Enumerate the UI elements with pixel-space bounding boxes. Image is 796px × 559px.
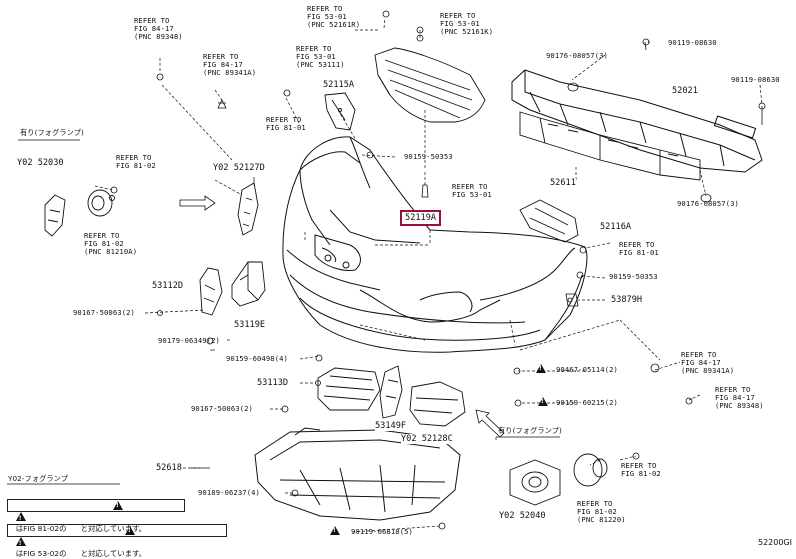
ref-fig-84-17-89341A-right: REFER TO FIG 84-17 (PNC 89341A): [681, 350, 735, 375]
fog-lamp-left-shape: [87, 189, 115, 217]
ref-fig-53-01-52161R: REFER TO FIG 53-01 (PNC 52161R): [307, 4, 361, 29]
under-cover-52618-shape: [254, 427, 461, 521]
ref-fig-53-01-center: REFER TO FIG 53-01: [452, 182, 492, 199]
reinforcement-52021-shape: [511, 69, 763, 173]
note-2-pre: は: [15, 549, 24, 558]
support-53119E-shape: [231, 261, 266, 307]
part-52115A[interactable]: 52115A: [323, 80, 355, 90]
part-52128C[interactable]: Y02 52128C: [401, 434, 453, 444]
bracket-53149F-shape: [379, 365, 403, 419]
caption-fog-lamp-left: 有り(フォグランプ): [20, 128, 84, 137]
ref-fig-84-17-89341A: REFER TO FIG 84-17 (PNC 89341A): [203, 52, 257, 77]
fastener-90467-05114[interactable]: 90467-05114(2): [556, 365, 618, 374]
retainer-52116A-shape: [519, 199, 579, 243]
ref-fig-81-02-81210A: REFER TO FIG 81-02 (PNC 81210A): [84, 231, 138, 256]
part-52030[interactable]: Y02 52030: [17, 158, 64, 168]
fastener-90159-60498[interactable]: 90159-60498(4): [226, 354, 288, 363]
part-52119A-highlighted[interactable]: 52119A: [400, 210, 442, 226]
grille-53113D-shape: [317, 367, 381, 411]
ref-fig-84-17-89348: REFER TO FIG 84-17 (PNC 89348): [134, 16, 183, 41]
direction-arrows: [179, 195, 560, 438]
note-2-post: の と対応しています。: [59, 549, 147, 558]
fastener-90176-08057-lower[interactable]: 90176-08057(3): [677, 199, 739, 208]
fastener-90159-50353-upper[interactable]: 90159-50353: [404, 152, 453, 161]
fog-lamp-right-shape: [509, 459, 561, 506]
caption-y02-fog-lamp: Y02-フォグランプ: [8, 474, 69, 483]
part-53149F[interactable]: 53149F: [375, 421, 407, 431]
ref-fig-81-02-81220: REFER TO FIG 81-02 (PNC 81220): [577, 499, 626, 524]
note-1-pre: は: [15, 524, 24, 533]
fastener-90189-06237[interactable]: 90189-06237(4): [198, 488, 260, 497]
leader-lines: [94, 17, 763, 533]
absorber-52611-shape: [519, 111, 701, 181]
fastener-90119-08630-upper[interactable]: 90119-08630: [668, 38, 717, 47]
fastener-90179-06349[interactable]: 90179-06349(2): [158, 336, 220, 345]
note-fig-81-02: はFIG 81-02の と対応しています。: [7, 499, 185, 533]
fastener-90119-06818[interactable]: 90119-06818(5): [351, 527, 413, 536]
part-52040[interactable]: Y02 52040: [499, 511, 546, 521]
caption-lines: [7, 139, 497, 485]
part-53112D[interactable]: 53112D: [152, 281, 184, 291]
part-53113D[interactable]: 53113D: [257, 378, 289, 388]
warning-triangle-icon: [15, 512, 31, 524]
ref-fig-53-01-52161K: REFER TO FIG 53-01 (PNC 52161K): [440, 11, 494, 36]
fastener-symbols: [110, 10, 766, 530]
ref-fig-81-02-right: REFER TO FIG 81-02: [621, 461, 661, 478]
note-1-post: の と対応しています。: [59, 524, 147, 533]
warning-triangle-icon: [15, 537, 31, 549]
note-1-mid: FIG 81-02: [23, 524, 60, 533]
retainer-52127D-shape: [237, 182, 259, 236]
ref-fig-81-01-upper: REFER TO FIG 81-01: [266, 115, 306, 132]
ref-fig-53-01-53111: REFER TO FIG 53-01 (PNC 53111): [296, 44, 345, 69]
support-53112D-shape: [199, 267, 223, 316]
fog-lamp-right-bulb-shape: [573, 453, 608, 487]
fastener-90159-50353-right[interactable]: 90159-50353: [609, 272, 658, 281]
fastener-90176-08057-upper[interactable]: 90176-08057(3): [546, 51, 608, 60]
upper-grille-shape: [374, 47, 486, 123]
note-fig-53-02: はFIG 53-02の と対応しています。: [7, 524, 227, 558]
ref-fig-81-02-left: REFER TO FIG 81-02: [116, 153, 156, 170]
part-52116A[interactable]: 52116A: [600, 222, 632, 232]
fastener-90159-60215[interactable]: 90159-60215(2): [556, 398, 618, 407]
fastener-90119-08630-right[interactable]: 90119-08630: [731, 75, 780, 84]
ref-fig-81-01-right: REFER TO FIG 81-01: [619, 240, 659, 257]
note-2-mid: FIG 53-02: [23, 549, 60, 558]
part-52618[interactable]: 52618: [156, 463, 182, 473]
cover-52128C-shape: [409, 381, 466, 427]
fastener-90167-50063-center[interactable]: 90167-50063(2): [191, 404, 253, 413]
part-53879H[interactable]: 53879H: [611, 295, 643, 305]
figure-id: 52200GI: [757, 538, 792, 547]
part-52021[interactable]: 52021: [672, 86, 698, 96]
bracket-52115A-shape: [324, 92, 356, 131]
caption-fog-lamp-right: 有り(フォグランプ): [498, 426, 562, 435]
part-53119E[interactable]: 53119E: [234, 320, 266, 330]
part-52611[interactable]: 52611: [550, 178, 576, 188]
bumper-cover-shape: [282, 136, 588, 353]
ref-fig-84-17-89348-right: REFER TO FIG 84-17 (PNC 89348): [715, 385, 764, 410]
part-52127D[interactable]: Y02 52127D: [213, 163, 265, 173]
fog-bracket-left-shape: [44, 194, 66, 237]
fastener-90167-50063-left[interactable]: 90167-50063(2): [73, 308, 135, 317]
